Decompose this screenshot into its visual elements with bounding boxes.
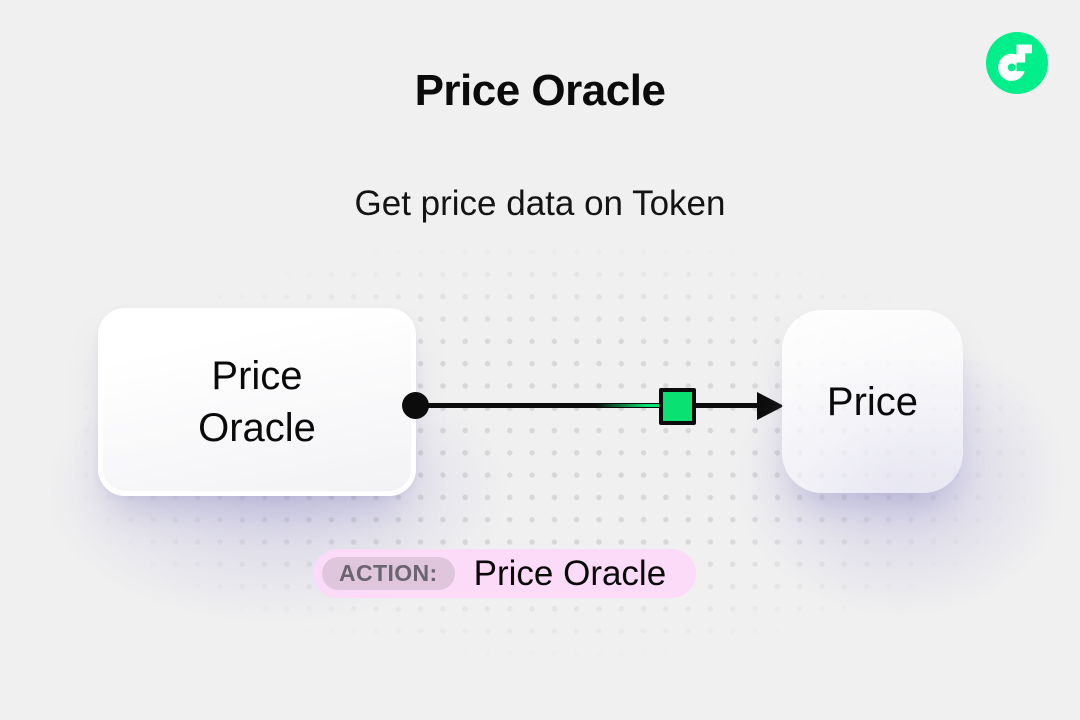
connector-arrowhead-icon [757, 392, 784, 420]
page-subtitle: Get price data on Token [354, 184, 726, 223]
action-badge-value: Price Oracle [473, 553, 667, 593]
node-price: Price [782, 310, 963, 493]
node-price-oracle: Price Oracle [98, 308, 416, 496]
flow-logo-icon [986, 32, 1048, 94]
connector-line [415, 403, 759, 408]
connector-line-green-fade [596, 404, 659, 407]
page-title: Price Oracle [414, 66, 666, 115]
connector-event-square-icon [659, 388, 696, 425]
node-price-label: Price [826, 379, 919, 424]
action-badge-label: ACTION: [322, 557, 455, 590]
action-badge: ACTION: Price Oracle [313, 549, 697, 598]
node-price-oracle-label: Price Oracle [198, 354, 316, 450]
